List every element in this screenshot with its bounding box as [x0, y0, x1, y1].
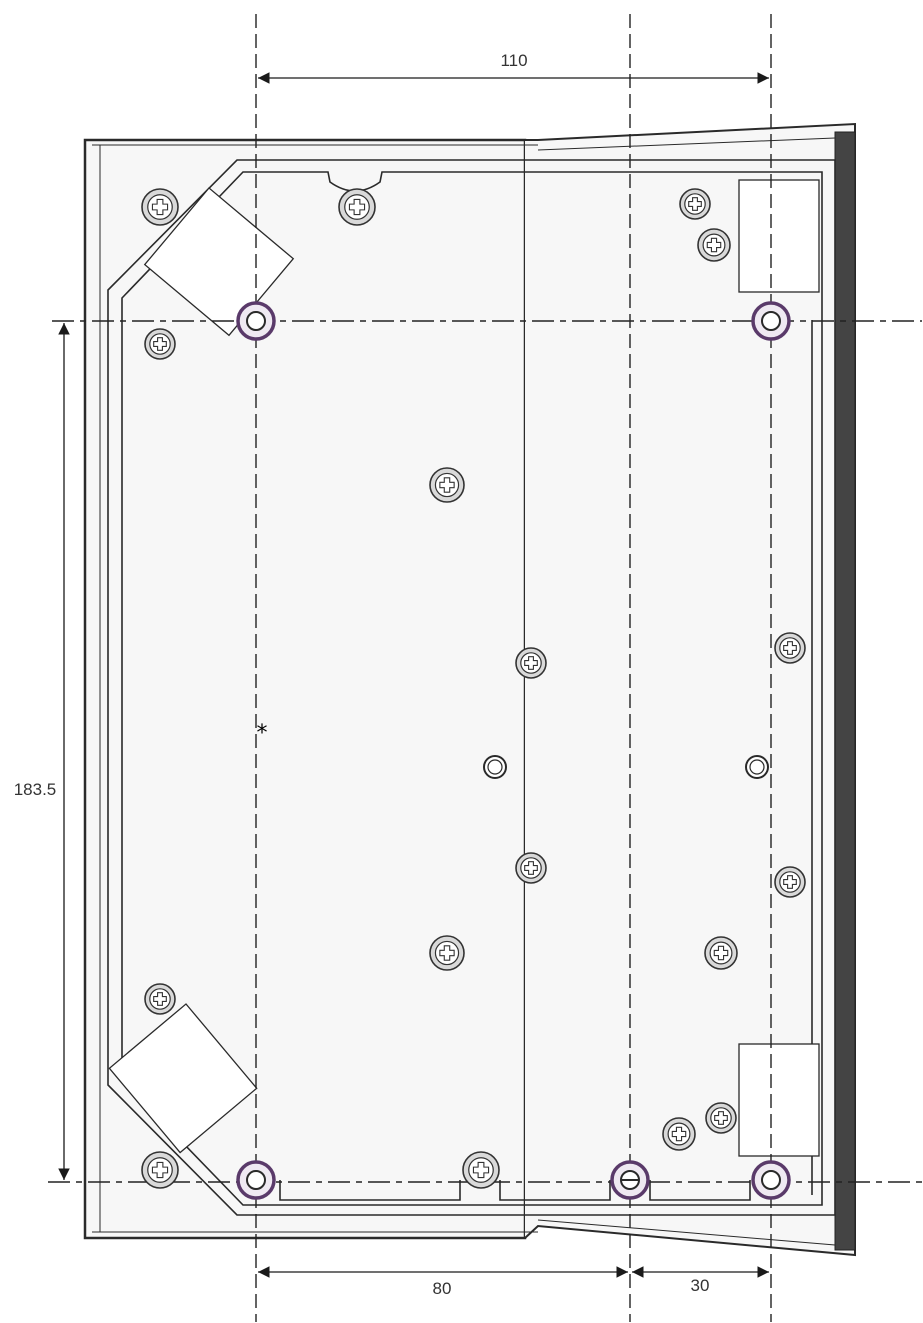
cross-screw-icon — [774, 866, 806, 898]
cross-screw-icon — [144, 328, 176, 360]
dim-label-bottom-right: 30 — [691, 1276, 710, 1295]
hole-icon — [745, 755, 769, 779]
connector-block-bottom-right — [738, 1043, 820, 1157]
cross-screw-icon — [515, 852, 547, 884]
mounting-hole-icon — [236, 301, 276, 341]
dimension-lines — [58, 72, 769, 1278]
cross-screw-icon — [704, 936, 738, 970]
screws — [141, 188, 806, 1189]
cross-screw-icon — [679, 188, 711, 220]
cross-screw-icon — [144, 983, 176, 1015]
dim-label-left: 183.5 — [14, 780, 57, 799]
standoffs — [236, 301, 791, 1200]
cross-screw-icon — [429, 467, 465, 503]
hole-icon — [483, 755, 507, 779]
mounting-hole-icon — [751, 1160, 791, 1200]
connector-block-top-right — [738, 179, 820, 293]
cross-screw-icon — [774, 632, 806, 664]
cross-screw-icon — [338, 188, 376, 226]
cross-screw-icon — [429, 935, 465, 971]
cross-screw-icon — [462, 1151, 500, 1189]
cross-screw-icon — [141, 188, 179, 226]
cross-screw-icon — [697, 228, 731, 262]
dim-label-bottom-left: 80 — [433, 1279, 452, 1298]
mounting-hole-icon — [751, 301, 791, 341]
cross-screw-icon — [515, 647, 547, 679]
corner-block-bottom-left — [108, 1003, 258, 1154]
cross-screw-icon — [662, 1117, 696, 1151]
slotted-hole-icon — [610, 1160, 650, 1200]
dim-label-top: 110 — [500, 51, 527, 70]
mounting-hole-icon — [236, 1160, 276, 1200]
reference-marker: * — [257, 721, 268, 746]
cross-screw-icon — [705, 1102, 737, 1134]
cross-screw-icon — [141, 1151, 179, 1189]
plain-holes — [483, 755, 769, 779]
